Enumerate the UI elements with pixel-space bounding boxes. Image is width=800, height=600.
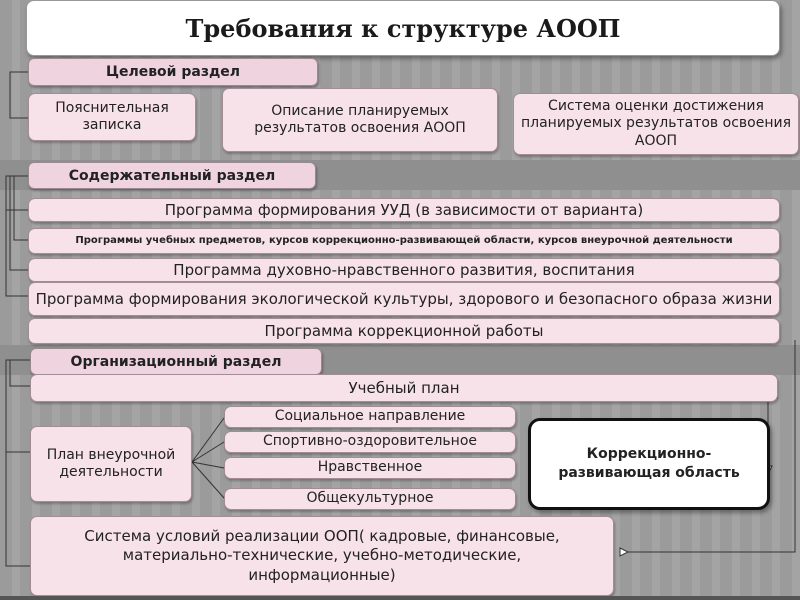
direction-moral-box: Нравственное [224,457,516,479]
correction-program-box: Программа коррекционной работы [28,318,780,344]
target-section-header: Целевой раздел [28,58,318,86]
explanatory-note-box: Пояснительная записка [28,93,196,141]
correction-area-box: Коррекционно-развивающая область [528,418,770,510]
planned-results-box: Описание планируемых результатов освоени… [222,88,498,152]
moral-education-program-box: Программа духовно-нравственного развития… [28,258,780,282]
org-section-header: Организационный раздел [30,348,322,375]
assessment-system-box: Система оценки достижения планируемых ре… [513,93,799,155]
conditions-system-box: Система условий реализации ООП( кадровые… [30,516,614,596]
curriculum-box: Учебный план [30,374,778,402]
uud-program-box: Программа формирования УУД (в зависимост… [28,198,780,222]
direction-social-box: Социальное направление [224,406,516,428]
subject-programs-box: Программы учебных предметов, курсов корр… [28,228,780,254]
page-title: Требования к структуре АООП [26,0,780,56]
bottom-edge [0,596,800,600]
extracurricular-plan-box: План внеурочной деятельности [30,426,192,502]
direction-cultural-box: Общекультурное [224,488,516,510]
direction-sport-box: Спортивно-оздоровительное [224,431,516,453]
content-section-header: Содержательный раздел [28,162,316,189]
ecology-program-box: Программа формирования экологической кул… [28,282,780,316]
